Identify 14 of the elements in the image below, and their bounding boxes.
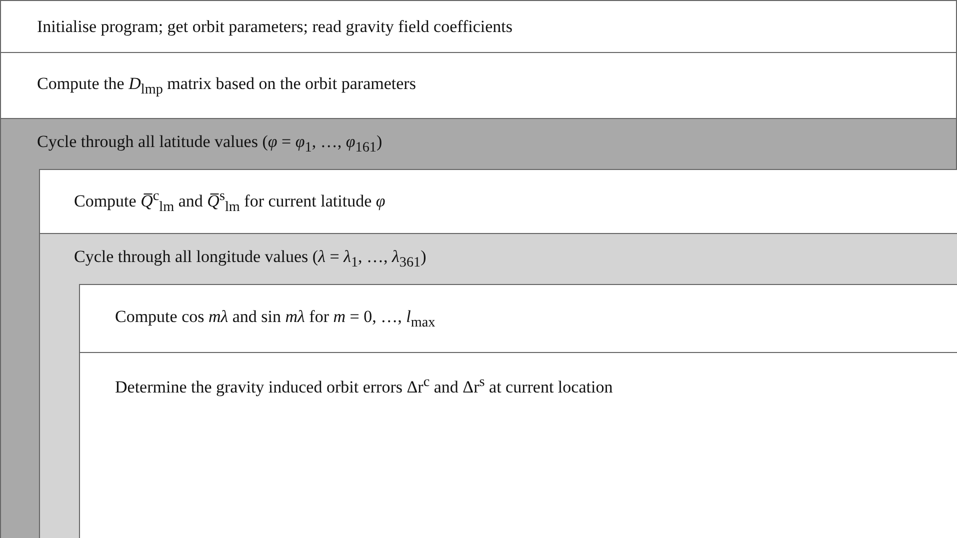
process-block [79, 284, 957, 353]
step-text: Compute the D$_{lmp}$ matrix based on the orbit parameters [37, 72, 416, 100]
loop-block [39, 233, 957, 538]
loop-condition: Cycle through all longitude values (λ = λ$_{1}$, …, λ$_{361}$) [74, 246, 426, 272]
step-text: Compute cos mλ and sin mλ for m = 0, …, l$_{max}$ [115, 306, 436, 332]
step-text: Determine the gravity induced orbit errors Δr$^{c}$ and Δr$^{s}$ at current location [115, 373, 613, 399]
process-block [79, 352, 957, 538]
step-text: Initialise program; get orbit parameters; read gravity field coefficients [37, 16, 513, 38]
step-text: Compute Q̅$^{c}$$_{lm}$ and Q̅$^{s}$$_{lm}$ for current latitude φ [74, 186, 386, 217]
process-block [0, 0, 957, 53]
loop-block [0, 118, 957, 538]
loop-condition: Cycle through all latitude values (φ = φ$_{1}$, …, φ$_{161}$) [37, 130, 382, 158]
process-block [39, 169, 957, 234]
process-block [0, 52, 957, 119]
